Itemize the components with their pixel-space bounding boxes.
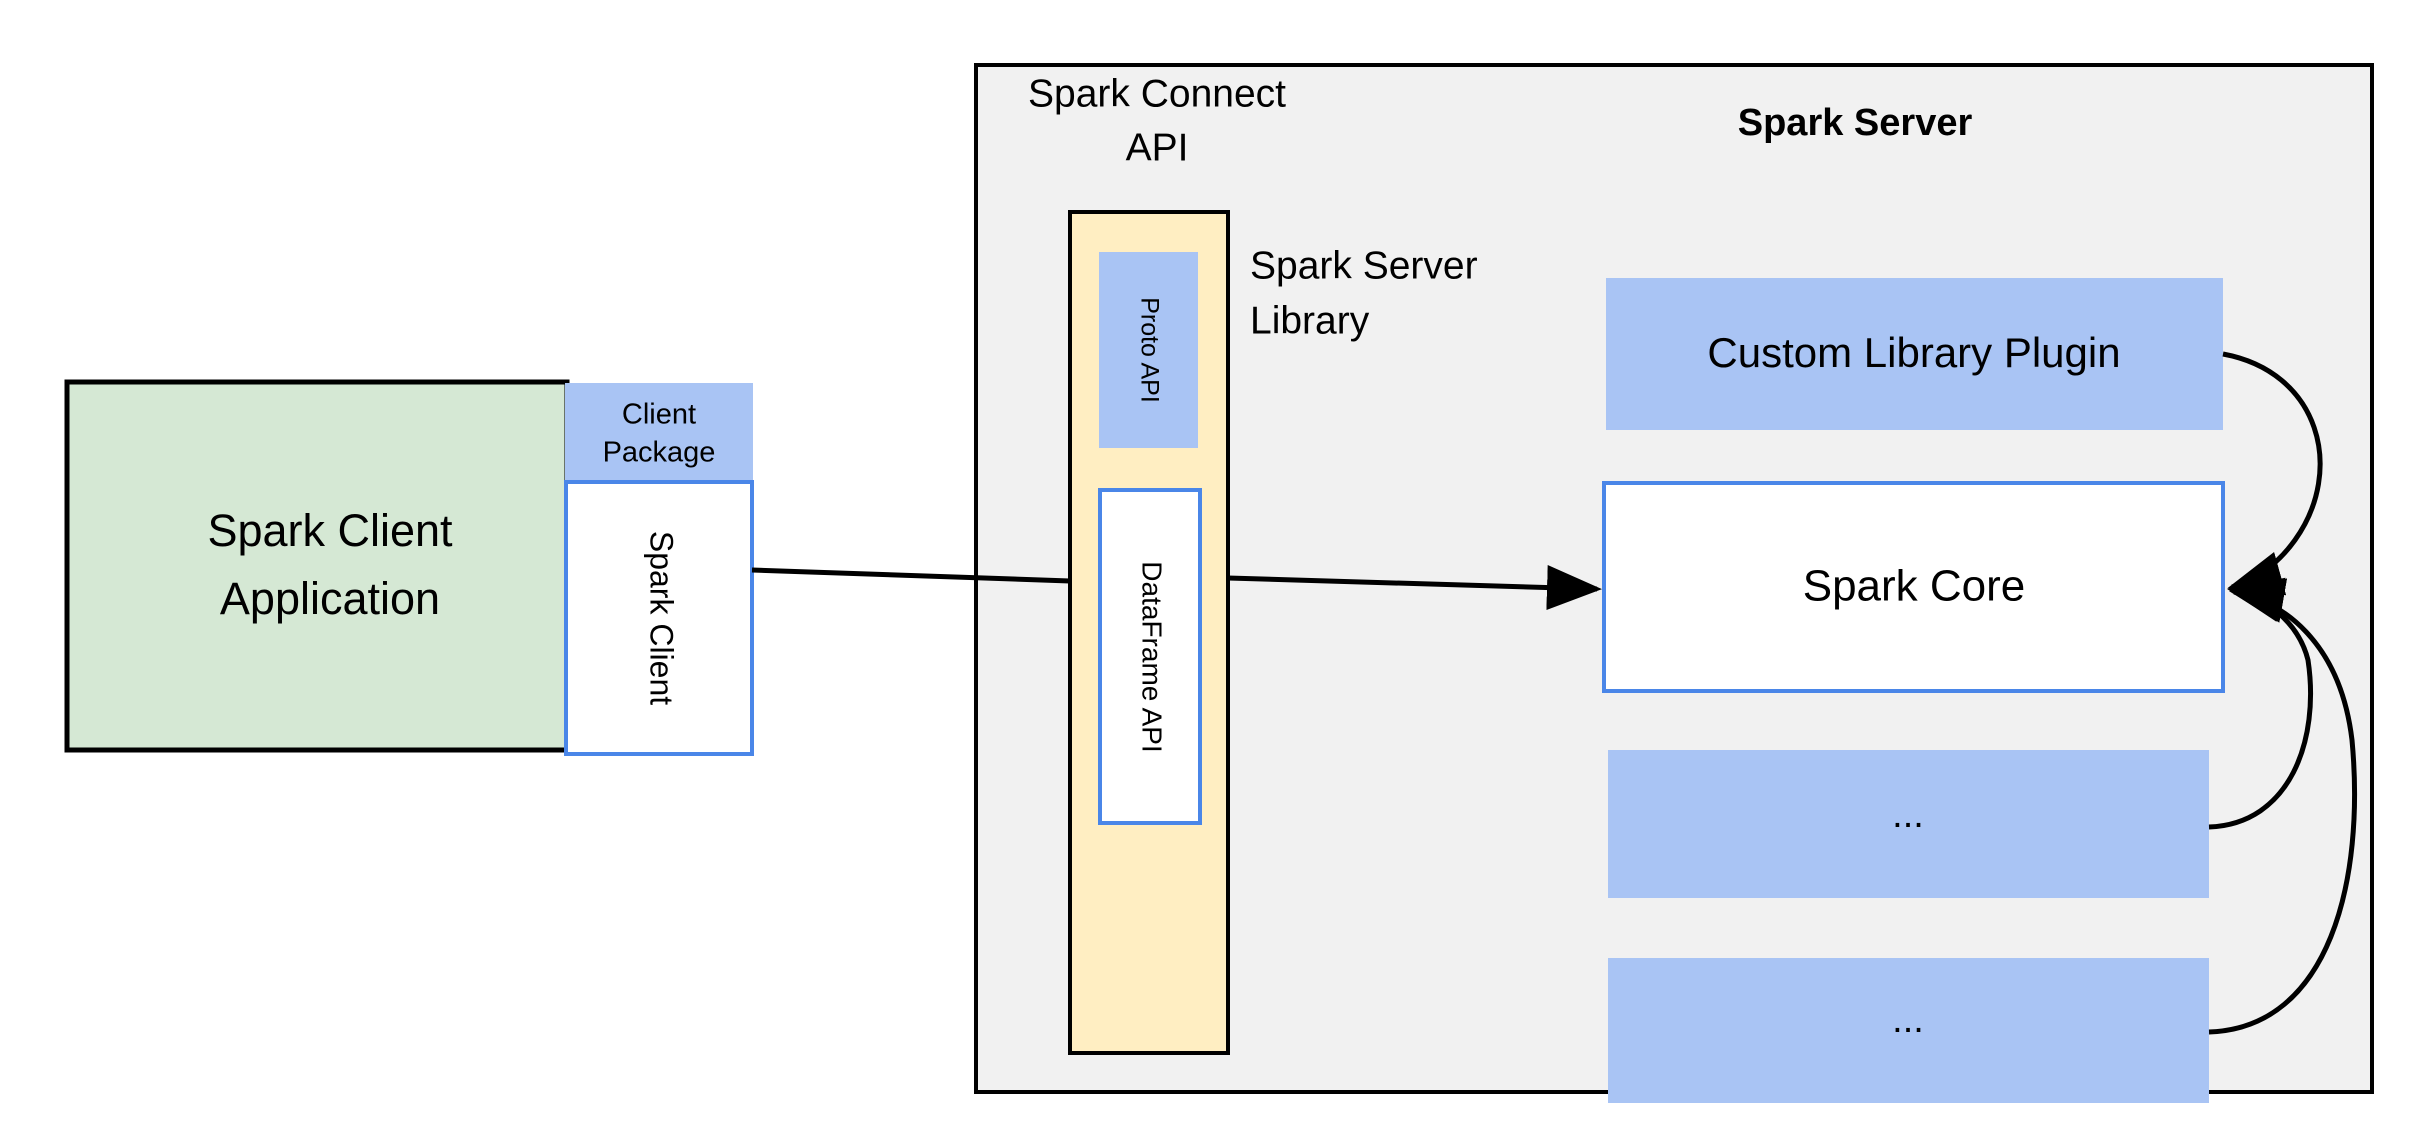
spark-client-box[interactable]	[564, 480, 754, 756]
custom-library-plugin-box[interactable]	[1606, 278, 2223, 430]
custom-library-plugin-label: Custom Library Plugin	[1707, 329, 2120, 376]
placeholder-component-label-1: ...	[1892, 794, 1924, 836]
placeholder-component-box-2[interactable]	[1608, 958, 2209, 1103]
proto-api-box[interactable]	[1099, 252, 1198, 448]
dataframe-api-box[interactable]	[1098, 488, 1202, 825]
connection-client-to-library	[751, 567, 1071, 584]
client-package-box[interactable]	[565, 383, 753, 482]
connection-library-to-spark-core	[1227, 565, 1602, 611]
dataframe-api-label: DataFrame API	[1137, 561, 1168, 752]
spark-server-title: Spark Server	[1738, 102, 1973, 144]
spark-core-label: Spark Core	[1803, 562, 2026, 611]
spark-client-application-box[interactable]	[64, 379, 570, 753]
connection-placeholder-2-to-spark-core	[2208, 578, 2358, 1035]
spark-connect-api-label-line1: Spark Connect	[1028, 72, 1286, 115]
placeholder-component-label-2: ...	[1892, 999, 1924, 1041]
spark-connect-api-label-line2: API	[1126, 126, 1189, 169]
spark-client-application-label-line2: Application	[220, 573, 440, 624]
spark-client-application-label-line1: Spark Client	[207, 505, 453, 556]
spark-client-label: Spark Client	[644, 531, 680, 705]
client-package-label-line1: Client	[622, 399, 696, 431]
client-package-label-line2: Package	[603, 437, 716, 469]
proto-api-label: Proto API	[1135, 297, 1163, 403]
spark-core-box[interactable]	[1602, 481, 2225, 693]
placeholder-component-box-1[interactable]	[1608, 750, 2209, 898]
connection-plugin-to-spark-core	[2222, 351, 2323, 596]
spark-server-library-caption-line1: Spark Server	[1250, 244, 1478, 287]
spark-server-library-caption-line2: Library	[1250, 299, 1370, 342]
